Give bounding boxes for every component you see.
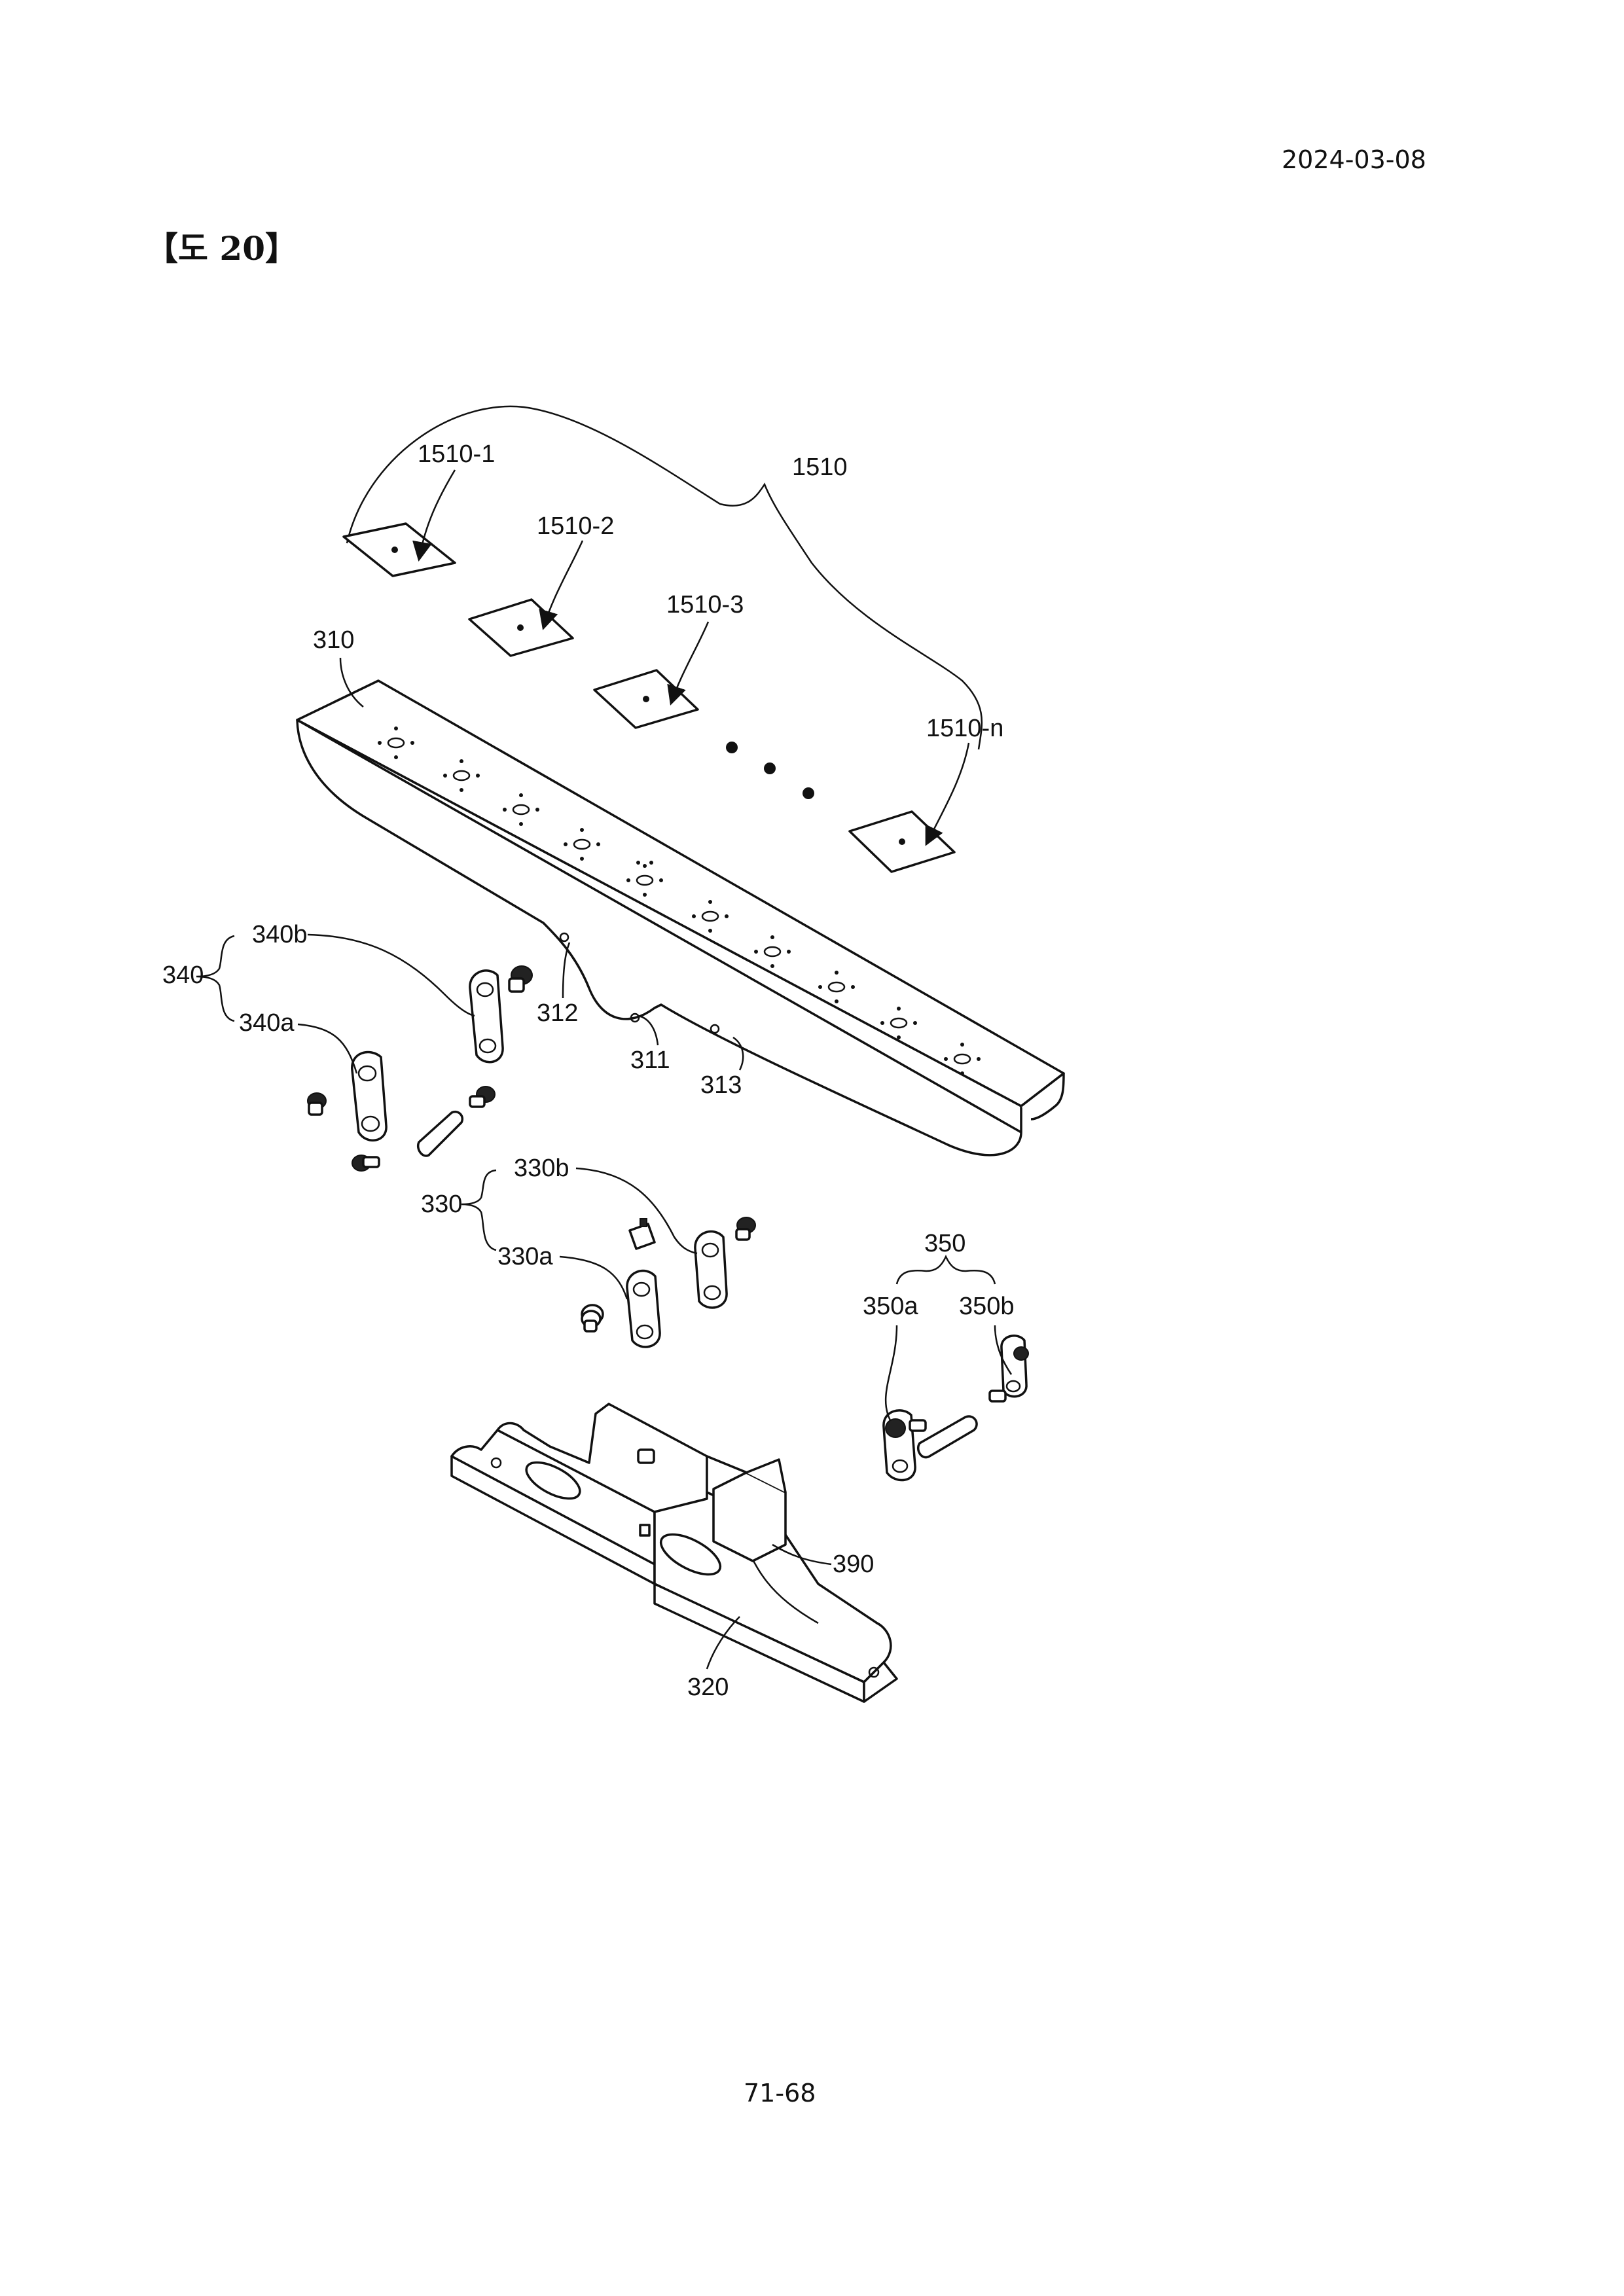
- upper-beam-310: [296, 679, 1065, 1157]
- label-1510: 1510: [792, 454, 848, 481]
- leader-312: [562, 942, 571, 999]
- leader-350b: [994, 1325, 1013, 1375]
- label-340: 340: [162, 961, 204, 989]
- leader-1510-1: [412, 469, 456, 562]
- label-350: 350: [924, 1230, 965, 1257]
- pad-1510-2: [468, 598, 574, 657]
- leader-340b: [307, 933, 475, 1017]
- label-390: 390: [833, 1551, 874, 1578]
- leader-311: [638, 1014, 659, 1046]
- document-date: 2024-03-08: [1282, 145, 1426, 174]
- label-313: 313: [700, 1071, 742, 1099]
- figure-title: 【도 20】: [145, 229, 298, 268]
- mount-bracket-390: [637, 1448, 787, 1562]
- link-340b: [469, 969, 504, 1064]
- leader-320: [706, 1616, 740, 1670]
- link-340a: [351, 1050, 388, 1142]
- brace-340: [196, 935, 235, 1022]
- bolt-330b: [735, 1217, 756, 1241]
- brace-1510: [346, 405, 983, 750]
- bolt-340a-left: [307, 1092, 327, 1116]
- bolt-340b: [508, 965, 533, 993]
- leader-313: [732, 1036, 744, 1071]
- leader-390: [772, 1543, 832, 1566]
- brace-350: [895, 1255, 996, 1285]
- label-1510-n: 1510-n: [926, 715, 1003, 742]
- pin-350: [909, 1415, 978, 1459]
- label-311: 311: [630, 1047, 670, 1074]
- label-1510-1: 1510-1: [418, 440, 495, 468]
- leader-330a: [559, 1255, 628, 1300]
- label-310: 310: [313, 626, 354, 654]
- leader-1510-3: [667, 621, 710, 706]
- label-350a: 350a: [863, 1293, 918, 1320]
- page-number: 71-68: [744, 2079, 816, 2108]
- label-330a: 330a: [497, 1243, 553, 1270]
- leader-350a: [884, 1325, 898, 1421]
- leader-340a: [297, 1023, 358, 1074]
- link-330a: [626, 1269, 661, 1348]
- bracket-clip-330: [628, 1218, 656, 1250]
- label-320: 320: [687, 1674, 729, 1701]
- link-350a: [882, 1409, 916, 1482]
- label-350b: 350b: [959, 1293, 1015, 1320]
- lower-frame-320: [450, 1403, 898, 1703]
- brace-330: [461, 1169, 497, 1251]
- leader-330b: [575, 1167, 698, 1255]
- label-312: 312: [537, 999, 578, 1027]
- ellipsis-dots: [726, 742, 814, 799]
- bolt-330a: [581, 1304, 604, 1333]
- leader-1510-2: [539, 540, 584, 630]
- pad-1510-1: [342, 522, 456, 577]
- label-340b: 340b: [252, 921, 308, 948]
- screw-340-lower: [352, 1155, 380, 1172]
- label-1510-3: 1510-3: [666, 591, 744, 619]
- label-330b: 330b: [514, 1155, 569, 1182]
- pad-1510-n: [848, 810, 956, 873]
- leader-310: [339, 657, 364, 708]
- bolt-340a-right: [469, 1086, 496, 1108]
- beam-hole-pattern: [387, 737, 971, 1065]
- label-330: 330: [421, 1191, 462, 1218]
- label-1510-2: 1510-2: [537, 512, 614, 540]
- beam-pin-dots: [378, 726, 981, 1075]
- link-330b: [694, 1230, 728, 1309]
- pad-1510-3: [593, 669, 699, 729]
- leader-1510-n: [925, 742, 970, 846]
- link-350b: [988, 1335, 1029, 1403]
- pin-340: [417, 1111, 463, 1157]
- label-340a: 340a: [239, 1009, 295, 1037]
